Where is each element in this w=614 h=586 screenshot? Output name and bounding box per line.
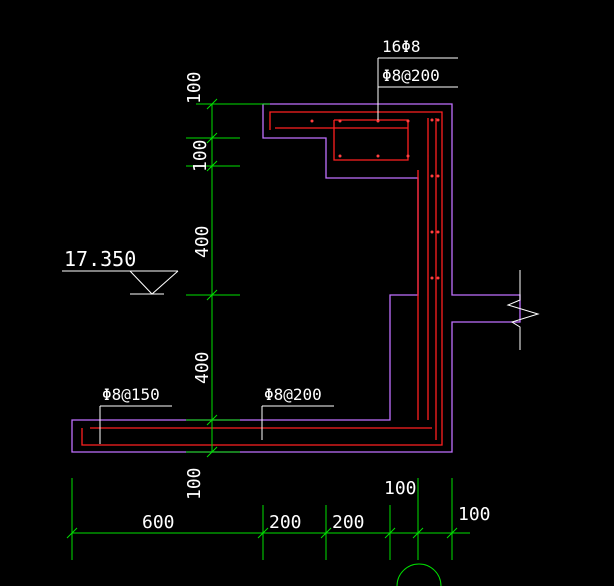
vertical-dimension xyxy=(186,98,270,458)
hdim-1: 600 xyxy=(142,512,175,533)
hdim-2: 200 xyxy=(269,512,302,533)
bottom-left-rebar-label: Φ8@150 xyxy=(102,385,160,404)
vdim-4: 400 xyxy=(192,351,213,384)
hdim-3: 200 xyxy=(332,512,365,533)
top-rebar-outer xyxy=(81,111,443,446)
hdim-5: 100 xyxy=(458,504,491,525)
rebar-group xyxy=(81,111,443,446)
bottom-mid-rebar-label: Φ8@200 xyxy=(264,385,322,404)
vdim-2: 100 xyxy=(190,139,211,172)
elevation-label: 17.350 xyxy=(64,247,136,271)
vdim-1: 100 xyxy=(184,71,205,104)
stirrup-rect xyxy=(333,119,409,161)
top-rebar-count-label: 16Φ8 xyxy=(382,37,421,56)
elevation-marker xyxy=(62,270,179,295)
hdim-4: 100 xyxy=(384,478,417,499)
vdim-5: 100 xyxy=(184,467,205,500)
axis-circle xyxy=(396,563,442,586)
vdim-3: 400 xyxy=(192,225,213,258)
horizontal-dimension xyxy=(66,478,470,560)
top-stirrup-label: Φ8@200 xyxy=(382,66,440,85)
concrete-outline xyxy=(71,103,521,453)
rebar-dots xyxy=(310,118,440,280)
label-leaders xyxy=(99,57,458,444)
break-line xyxy=(506,270,540,350)
